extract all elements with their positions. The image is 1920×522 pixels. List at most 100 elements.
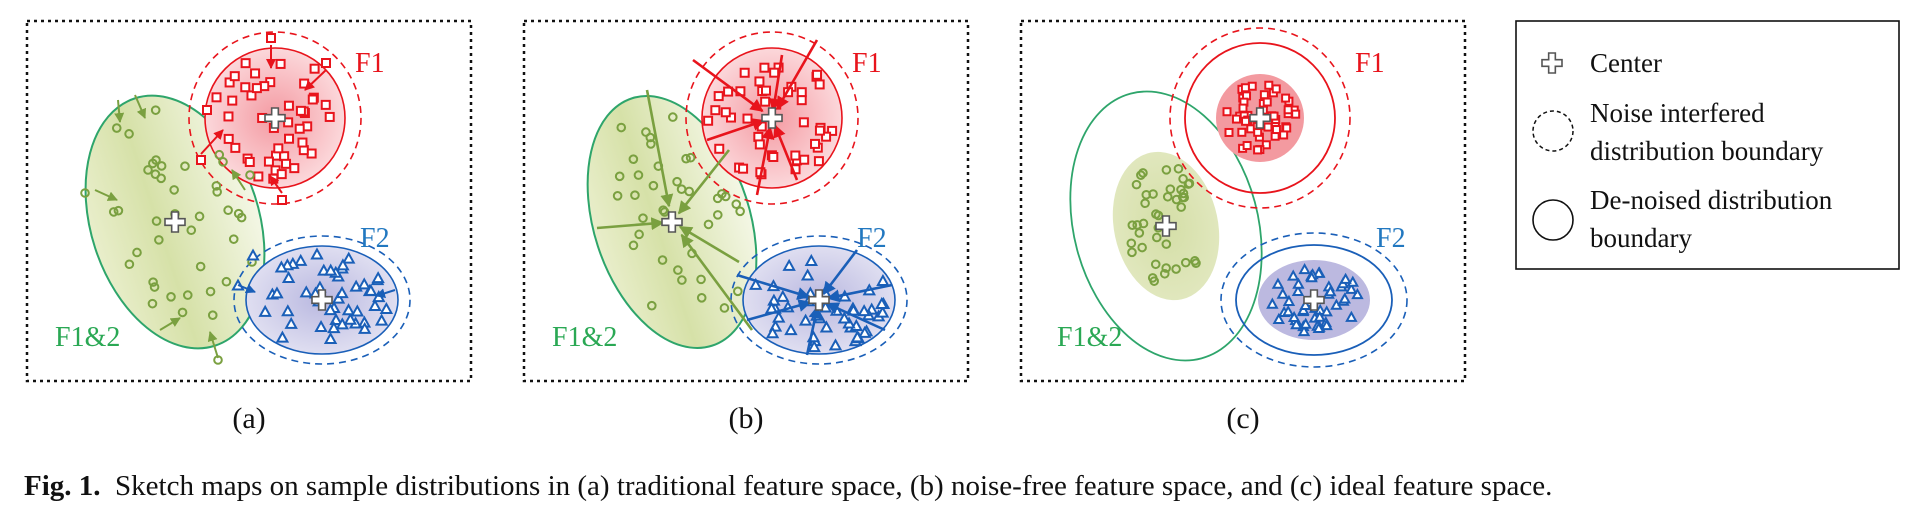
sample-f1 <box>324 111 335 122</box>
sample-f1 <box>1281 93 1291 103</box>
sample-f12 <box>113 205 124 216</box>
sample-f12 <box>641 127 651 137</box>
sample-f12 <box>1165 184 1176 194</box>
sample-f12 <box>143 165 153 175</box>
center-f12 <box>661 211 683 233</box>
sample-f2 <box>331 291 346 304</box>
sample-f12 <box>630 190 640 200</box>
sample-f12 <box>177 307 188 318</box>
caption-fig-label: Fig. 1. <box>24 470 101 502</box>
sample-f12 <box>1149 276 1159 286</box>
sample-f1 <box>1224 127 1234 137</box>
panel-tag: (a) <box>232 402 265 435</box>
sample-f12 <box>214 149 225 160</box>
sample-f2 <box>323 331 338 344</box>
legend-noise-label-1: Noise interfered <box>1590 98 1765 128</box>
sample-f2 <box>1297 324 1311 337</box>
sample-f1 <box>1262 97 1272 107</box>
sample-f2 <box>371 271 385 284</box>
sample-f2 <box>1287 269 1300 281</box>
cluster-f1-noise-boundary <box>188 31 362 205</box>
sample-f1 <box>1282 123 1292 133</box>
sample-f12 <box>236 212 247 223</box>
sample-f2 <box>1312 321 1325 334</box>
sample-f12 <box>1134 228 1145 238</box>
sample-f12 <box>182 290 193 300</box>
arrow <box>375 288 396 299</box>
sample-f1 <box>253 171 264 182</box>
sample-f1 <box>227 95 238 106</box>
sample-f1 <box>283 117 294 128</box>
sample-f2 <box>804 253 819 266</box>
sample-f1 <box>768 151 779 162</box>
sample-f1 <box>739 67 750 78</box>
sample-f12 <box>1150 259 1161 270</box>
sample-f12 <box>132 247 142 258</box>
cluster-f2-noise-boundary <box>730 235 908 365</box>
sample-f2 <box>1299 298 1312 311</box>
sample-f1 <box>276 169 287 180</box>
label-f2: F2 <box>857 223 887 254</box>
sample-f2 <box>1276 287 1289 299</box>
center-f2 <box>1303 289 1325 311</box>
noise-sample-f12 <box>80 188 90 198</box>
sample-f1 <box>714 143 725 154</box>
sample-f12 <box>186 225 197 236</box>
sample-f2 <box>858 325 872 338</box>
sample-f12 <box>634 229 644 240</box>
figure-caption: Fig. 1. Sketch maps on sample distributi… <box>24 470 1904 503</box>
sample-f12 <box>616 122 627 133</box>
noise-sample-f2 <box>246 248 260 261</box>
sample-f1 <box>821 131 832 142</box>
sample-f12 <box>628 154 639 164</box>
cluster-f2-noise-boundary <box>1220 232 1408 368</box>
sample-f1 <box>284 133 295 144</box>
sample-f1 <box>251 83 262 94</box>
arrow <box>678 225 740 264</box>
sample-f1 <box>295 105 306 116</box>
sample-f1 <box>798 117 809 128</box>
sample-f12 <box>1171 264 1181 274</box>
sample-f12 <box>156 173 166 184</box>
sample-f2 <box>765 326 780 339</box>
sample-f12 <box>1179 192 1190 203</box>
sample-f12 <box>149 282 160 292</box>
sample-f2 <box>776 289 790 302</box>
sample-f12 <box>1148 189 1158 199</box>
sample-f12 <box>712 210 723 220</box>
sample-f1 <box>1291 109 1301 119</box>
sample-f1 <box>240 82 251 93</box>
sample-f2 <box>782 258 796 271</box>
sample-f2 <box>1339 272 1352 284</box>
sample-f12 <box>633 170 644 180</box>
sample-f1 <box>250 68 261 79</box>
arrow <box>768 54 784 112</box>
sample-f1 <box>1237 127 1247 137</box>
sample-f12 <box>223 205 233 216</box>
sample-f12 <box>719 303 730 313</box>
sample-f2 <box>294 253 308 266</box>
sample-f12 <box>735 206 745 217</box>
label-f1: F1 <box>1355 48 1385 79</box>
sample-f12 <box>1176 184 1186 195</box>
sample-f2 <box>1292 277 1305 289</box>
sample-f1 <box>309 63 320 74</box>
sample-f2 <box>357 277 371 290</box>
arrow <box>94 189 118 201</box>
sample-f1 <box>223 133 234 144</box>
legend-center-icon <box>1541 52 1563 74</box>
sample-f1 <box>1241 116 1251 126</box>
sample-f1 <box>1269 111 1279 121</box>
sample-f12 <box>154 235 164 245</box>
sample-f12 <box>1127 220 1138 230</box>
sample-f1 <box>1259 90 1269 100</box>
sample-f2 <box>350 304 365 317</box>
sample-f2 <box>310 247 324 260</box>
caption-text: Sketch maps on sample distributions in (… <box>115 470 1553 502</box>
sample-f1 <box>307 94 318 105</box>
sample-f12 <box>221 276 232 287</box>
noise-sample-f12 <box>213 355 223 365</box>
sample-f2 <box>327 321 341 334</box>
